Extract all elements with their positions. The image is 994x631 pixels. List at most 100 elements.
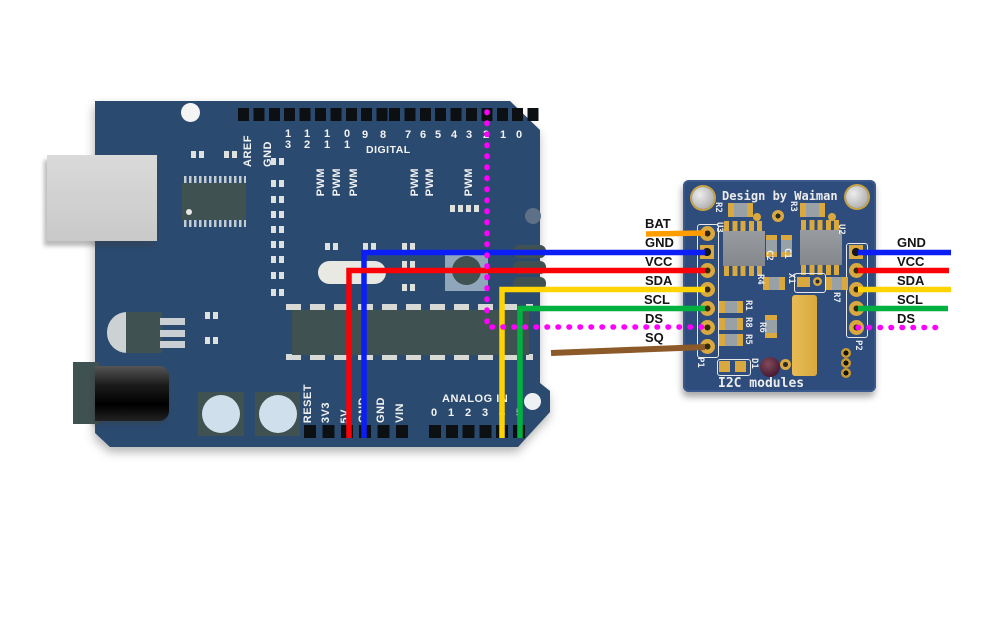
arduino-mount-hole-topleft	[181, 103, 200, 122]
x1-label: X1	[786, 273, 796, 284]
net-label-bat-left: BAT	[645, 216, 671, 231]
module-pad-vcc-right[interactable]	[849, 263, 864, 278]
module-pad-gnd-left[interactable]	[700, 245, 714, 259]
via-2	[772, 210, 784, 222]
r4-label: R4	[755, 274, 765, 285]
pin-label-a1: 1	[448, 407, 455, 419]
u2-legs-bottom	[801, 265, 841, 275]
pin-label-8: 8	[380, 129, 387, 141]
module-pad-scl-left[interactable]	[700, 301, 715, 316]
pin-label-a4: 4	[499, 407, 506, 419]
net-label-scl-left: SCL	[644, 292, 670, 307]
u3-legs-bottom	[724, 266, 764, 276]
d1-label: D1	[749, 358, 759, 369]
u3-legs-top	[724, 221, 764, 231]
r6-resistor	[765, 315, 777, 338]
net-label-ds-left: DS	[645, 311, 664, 326]
analog-header-pins[interactable]	[429, 425, 527, 438]
silk-dash-pair	[271, 289, 284, 296]
analog-section-label: ANALOG IN	[442, 393, 509, 405]
wire-scl	[517, 305, 705, 438]
module-hole-1	[841, 348, 851, 358]
silk-dash-pair	[224, 151, 237, 158]
pwm-label-10: PWM	[331, 167, 343, 196]
pwm-label-9: PWM	[348, 167, 360, 196]
led-dome	[760, 357, 780, 377]
module-pad-vcc-left[interactable]	[700, 263, 715, 278]
usb-ic-pin1-dot	[186, 209, 192, 215]
pin-label-a0: 0	[431, 407, 438, 419]
module-pad-ds-left[interactable]	[700, 320, 715, 335]
silk-dash-pair	[271, 158, 284, 165]
silk-dash-pair	[450, 205, 463, 212]
power-jack-base	[73, 362, 99, 424]
net-label-sda-left: SDA	[645, 273, 673, 288]
pin-label-4: 4	[451, 129, 458, 141]
r2-label: R2	[713, 202, 723, 213]
module-mount-hole-left	[692, 187, 714, 209]
module-pad-scl-right[interactable]	[849, 301, 864, 316]
silk-dash-pair	[271, 211, 284, 218]
via-4	[780, 359, 791, 370]
pin-label-7: 7	[405, 129, 412, 141]
r3-label: R3	[788, 201, 798, 212]
u2-ic	[800, 230, 842, 265]
wire-sq-stub	[550, 344, 706, 356]
digital-header-left-pins[interactable]	[238, 108, 394, 121]
power-header-pins[interactable]	[304, 425, 409, 438]
silk-dash-pair	[402, 261, 415, 268]
pin-label-5v: 5V	[339, 408, 351, 423]
module-p1-label: P1	[695, 357, 705, 368]
d1-pad-2	[735, 361, 746, 372]
module-pad-bat-left[interactable]	[700, 226, 715, 241]
c2-label: C2	[764, 250, 774, 261]
u3-ic	[723, 231, 765, 266]
pin-label-3: 3	[466, 129, 473, 141]
voltage-regulator	[126, 312, 162, 353]
pin-label-a5: 5	[516, 407, 523, 419]
reset-button-cap[interactable]	[452, 256, 481, 285]
net-label-gnd-left: GND	[645, 235, 674, 250]
via-3	[828, 213, 836, 221]
regulator-leg-3	[160, 341, 185, 348]
x1-crystal-pad	[797, 277, 810, 287]
power-jack-barrel	[95, 366, 169, 421]
silk-dash-pair	[205, 337, 218, 344]
silk-dash-pair	[271, 180, 284, 187]
module-hole-3	[841, 368, 851, 378]
net-label-vcc-left: VCC	[645, 254, 673, 269]
r4-resistor	[763, 277, 785, 290]
arduino-mount-hole-right	[524, 393, 541, 410]
module-pad-sq-left[interactable]	[700, 339, 715, 354]
silk-dash-pair	[271, 226, 284, 233]
digital-header-right-pins[interactable]	[389, 108, 540, 121]
net-label-ds-right: DS	[897, 311, 916, 326]
silk-dash-pair	[271, 241, 284, 248]
silk-dash-pair	[363, 243, 376, 250]
u2-label: U2	[836, 224, 846, 235]
module-pad-ds-right[interactable]	[849, 320, 864, 335]
r7-resistor	[826, 277, 848, 290]
silk-dash-pair	[402, 243, 415, 250]
silk-dash-pair	[205, 312, 218, 319]
silk-dash-pair	[325, 243, 338, 250]
module-pad-sda-left[interactable]	[700, 282, 715, 297]
d1-outline	[717, 359, 751, 376]
module-hole-2	[841, 358, 851, 368]
r7-label: R7	[831, 292, 841, 303]
digital-section-label: DIGITAL	[366, 144, 411, 156]
arduino-hole-topright	[525, 208, 541, 224]
c1-label: C1	[782, 248, 792, 259]
r1-label: R1	[743, 300, 753, 311]
regulator-leg-1	[160, 318, 185, 325]
edge-pad-3	[513, 277, 546, 290]
pin-label-0: 0	[516, 129, 523, 141]
module-pad-gnd-right[interactable]	[849, 245, 863, 259]
net-label-gnd-right: GND	[897, 235, 926, 250]
module-pad-sda-right[interactable]	[849, 282, 864, 297]
edge-pad-2	[513, 261, 546, 274]
pin-label-gnd-2: GND	[375, 397, 387, 423]
module-mount-hole-right	[846, 186, 868, 208]
